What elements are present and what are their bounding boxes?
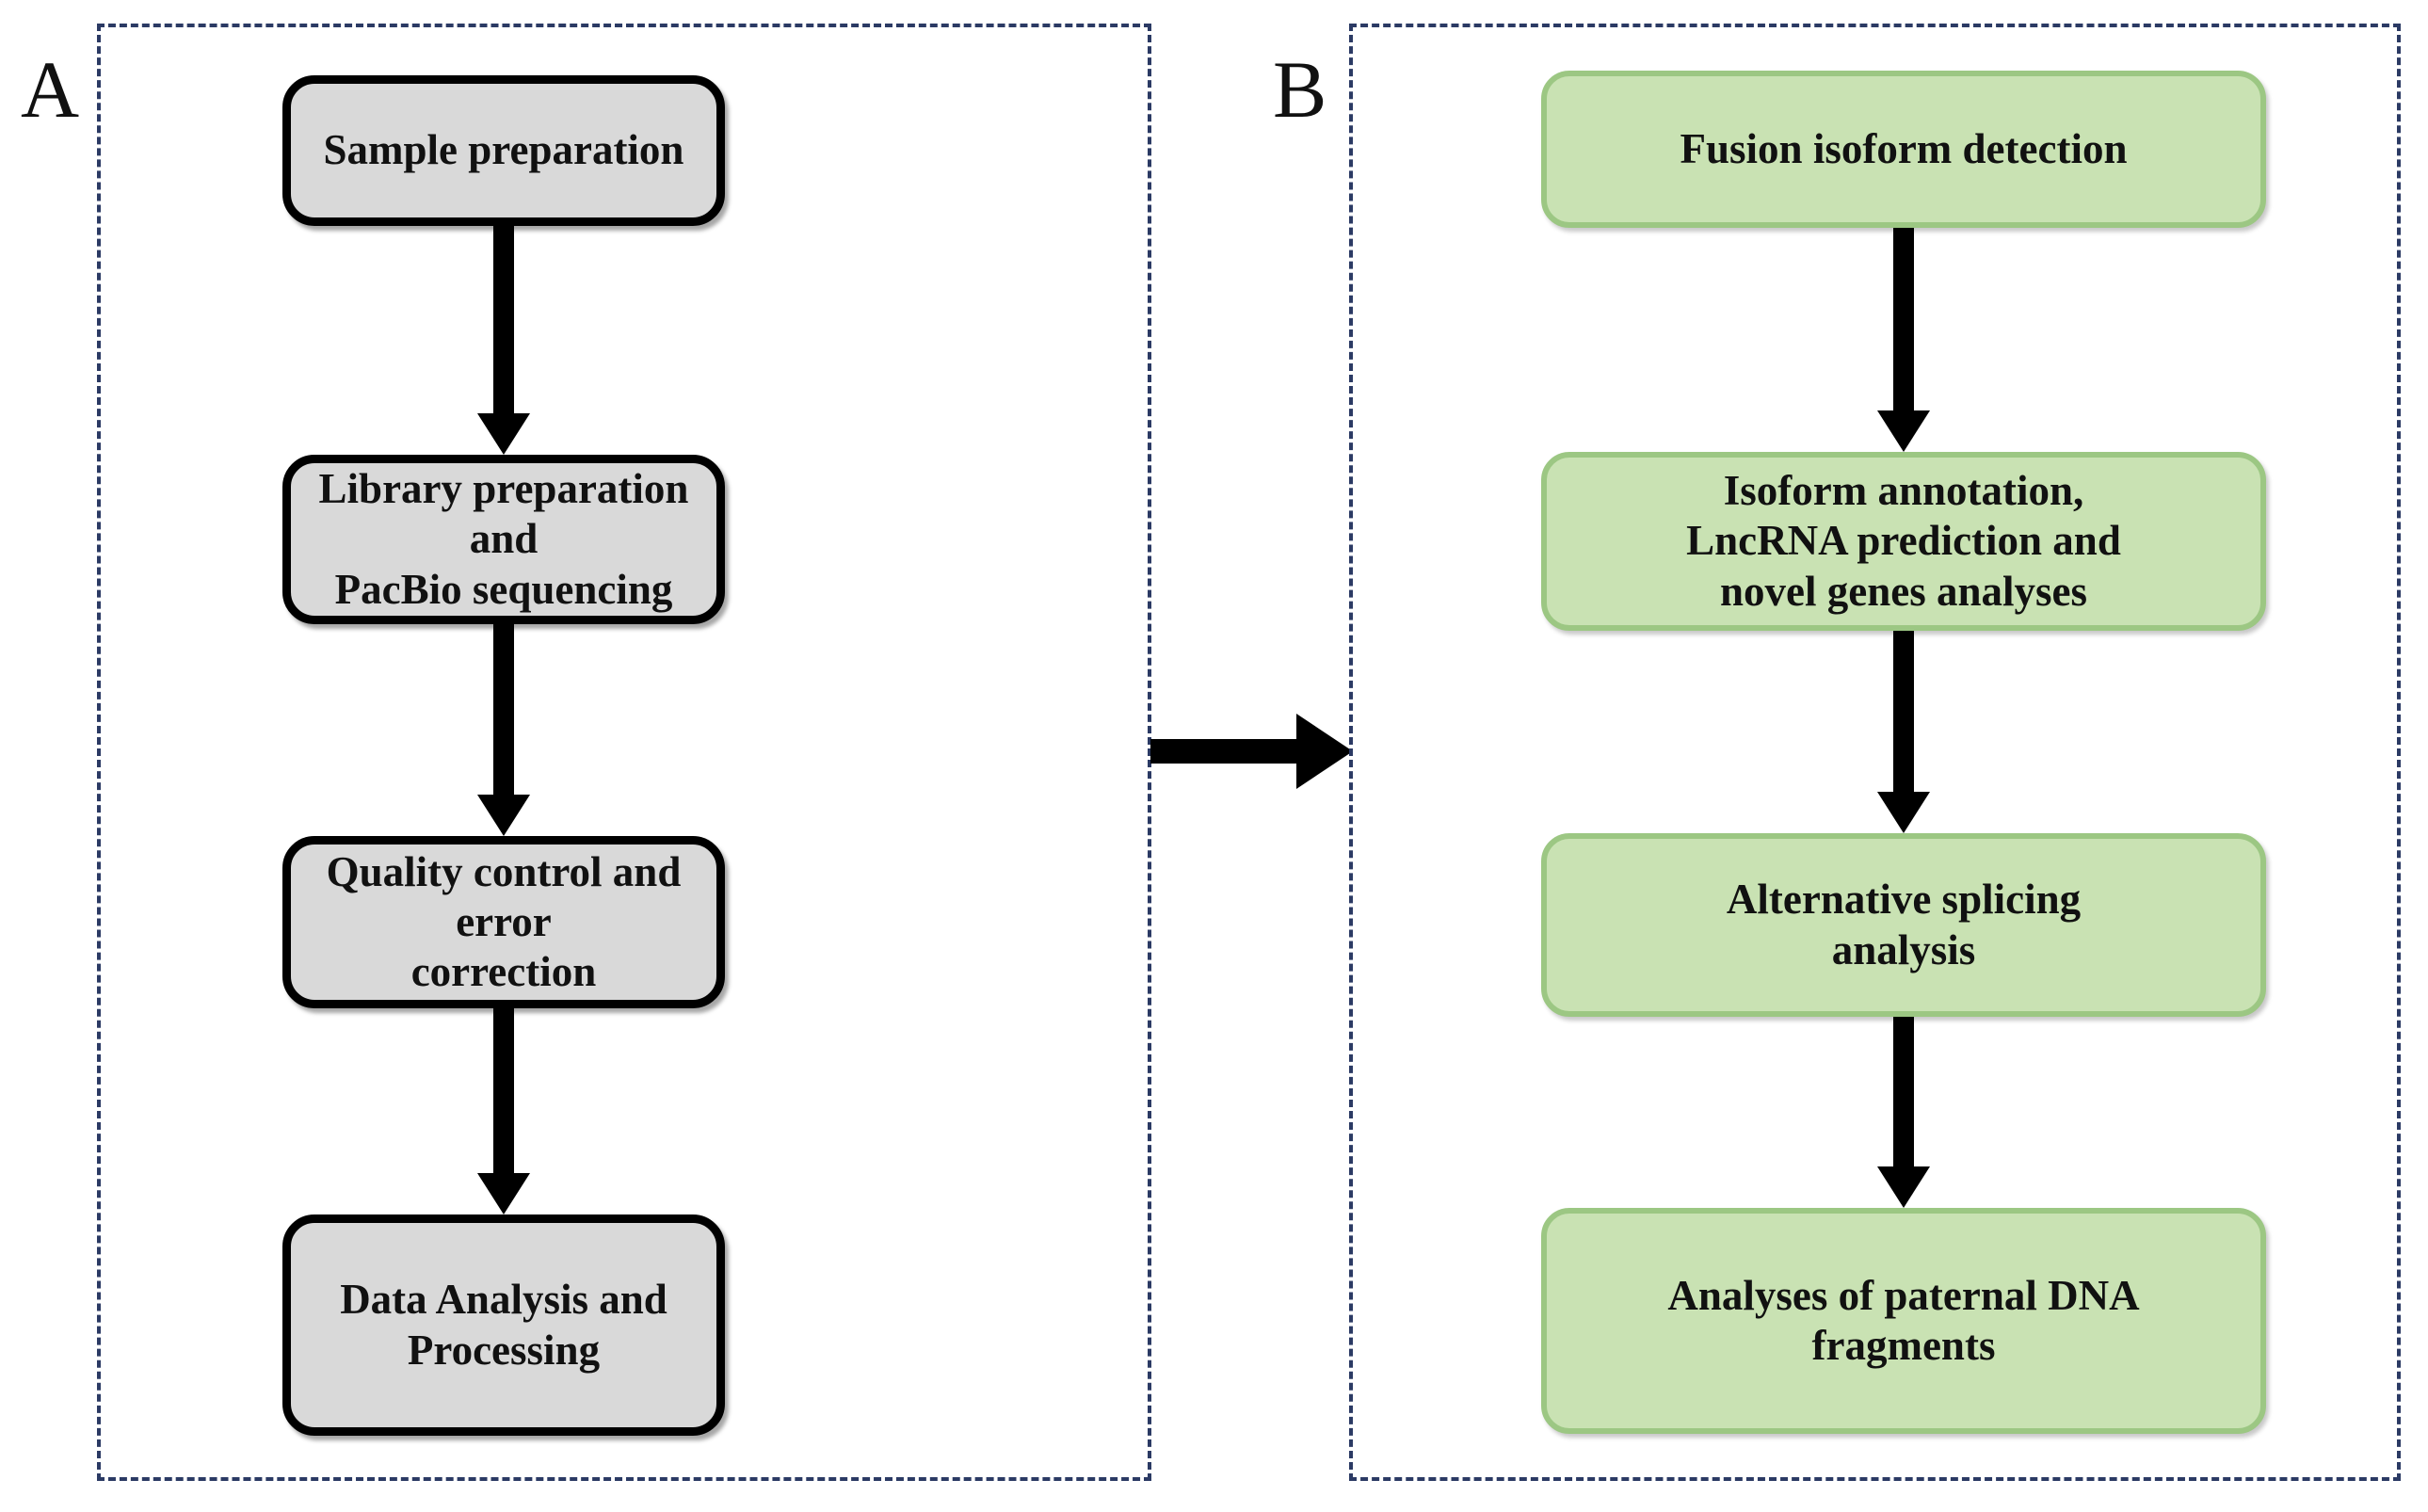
arrow-shaft: [1893, 228, 1914, 410]
panel-a-step-3-label: Quality control and error correction: [308, 847, 699, 997]
panel-b-step-3-label: Alternative splicing analysis: [1564, 875, 2243, 974]
panel-b-letter: B: [1273, 44, 1327, 135]
panel-b-arrow-3-to-4: [1877, 1017, 1930, 1208]
panel-b-step-2-line-2: LncRNA prediction and: [1686, 517, 2121, 565]
panel-a-step-2-box[interactable]: Library preparation and PacBio sequencin…: [282, 455, 725, 624]
arrow-head-down-icon: [477, 413, 530, 455]
panel-a-to-panel-b-arrow: [1150, 714, 1353, 789]
arrow-head-down-icon: [1877, 410, 1930, 452]
arrow-head-down-icon: [477, 795, 530, 836]
panel-b-step-2-line-1: Isoform annotation,: [1723, 467, 2084, 515]
panel-b-arrow-1-to-2: [1877, 228, 1930, 452]
panel-a-arrow-2-to-3: [477, 624, 530, 836]
panel-b-step-4-line-1: Analyses of paternal DNA: [1667, 1271, 2140, 1319]
arrow-shaft: [493, 624, 514, 795]
panel-b-step-3-line-2: analysis: [1831, 925, 1976, 973]
panel-a-arrow-1-to-2: [477, 226, 530, 455]
arrow-head-down-icon: [1877, 792, 1930, 833]
panel-a-step-3-box[interactable]: Quality control and error correction: [282, 836, 725, 1008]
arrow-shaft: [493, 1008, 514, 1173]
panel-b-step-4-label: Analyses of paternal DNA fragments: [1564, 1271, 2243, 1371]
panel-a-step-2-line-2: PacBio sequencing: [334, 565, 673, 613]
panel-b-step-1-label: Fusion isoform detection: [1680, 124, 2128, 172]
panel-a-step-1-label: Sample preparation: [323, 126, 684, 174]
panel-b-frame: [1349, 24, 2401, 1481]
panel-a-step-4-box[interactable]: Data Analysis and Processing: [282, 1214, 725, 1436]
panel-b-step-4-box[interactable]: Analyses of paternal DNA fragments: [1541, 1208, 2266, 1434]
arrow-head-down-icon: [1877, 1166, 1930, 1208]
panel-a-arrow-3-to-4: [477, 1008, 530, 1214]
panel-b-step-2-label: Isoform annotation, LncRNA prediction an…: [1564, 466, 2243, 616]
panel-b-step-3-line-1: Alternative splicing: [1726, 876, 2082, 924]
panel-b-step-4-line-2: fragments: [1811, 1322, 1996, 1369]
arrow-head-right-icon: [1296, 714, 1353, 789]
panel-b-step-2-box[interactable]: Isoform annotation, LncRNA prediction an…: [1541, 452, 2266, 631]
arrow-shaft: [493, 226, 514, 413]
arrow-head-down-icon: [477, 1173, 530, 1214]
panel-a-step-3-line-2: correction: [410, 948, 597, 996]
panel-a-letter: A: [21, 44, 80, 135]
panel-b-step-1-box[interactable]: Fusion isoform detection: [1541, 71, 2266, 228]
panel-a-step-4-label: Data Analysis and Processing: [308, 1275, 699, 1375]
panel-a-step-2-line-1: Library preparation and: [318, 465, 689, 563]
panel-a-step-4-line-1: Data Analysis and: [340, 1276, 667, 1324]
panel-a-step-3-line-1: Quality control and error: [326, 847, 682, 945]
panel-a-frame: [97, 24, 1151, 1481]
panel-b-step-2-line-3: novel genes analyses: [1719, 567, 2087, 615]
arrow-shaft: [1893, 1017, 1914, 1166]
panel-a-step-2-label: Library preparation and PacBio sequencin…: [308, 464, 699, 614]
arrow-shaft: [1893, 631, 1914, 792]
arrow-shaft: [1150, 739, 1301, 764]
panel-a-step-1-box[interactable]: Sample preparation: [282, 75, 725, 226]
panel-a-step-4-line-2: Processing: [407, 1326, 601, 1374]
panel-b-step-3-box[interactable]: Alternative splicing analysis: [1541, 833, 2266, 1017]
panel-b-arrow-2-to-3: [1877, 631, 1930, 833]
